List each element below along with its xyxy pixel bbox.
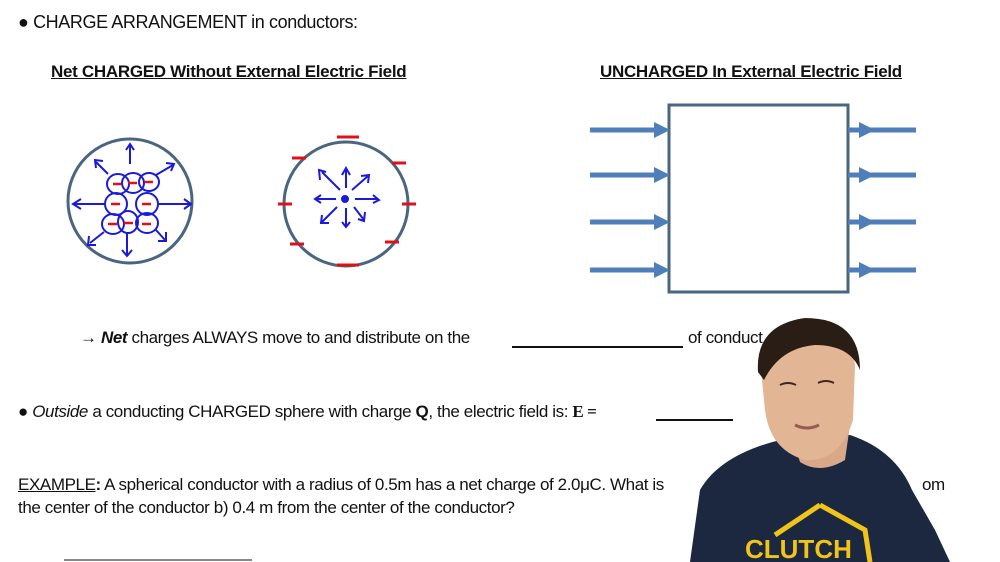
outside-text1: a conducting CHARGED sphere with charge (88, 402, 416, 421)
charged-sphere-interior (66, 137, 194, 265)
net-charges-after: of conduct (688, 328, 763, 347)
example-line-1: EXAMPLE: A spherical conductor with a ra… (18, 475, 664, 495)
field-arrowhead-icon (654, 167, 670, 183)
field-arrowhead-icon (859, 262, 875, 278)
field-arrowhead-icon (654, 262, 670, 278)
uncharged-conductor-in-field (590, 103, 916, 294)
clutch-logo-text: CLUTCH (745, 534, 852, 562)
field-arrowhead-icon (859, 122, 875, 138)
example-text-1: A spherical conductor with a radius of 0… (100, 475, 664, 494)
slide-bullet-title: ● CHARGE ARRANGEMENT in conductors: (18, 12, 358, 32)
net-text: charges ALWAYS move to and distribute on… (127, 328, 470, 347)
net-charges-line: → Net charges ALWAYS move to and distrib… (80, 328, 470, 348)
example-line-2: the center of the conductor b) 0.4 m fro… (18, 498, 515, 517)
arrow-icon: → (80, 328, 97, 347)
outside-line: ● Outside a conducting CHARGED sphere wi… (18, 402, 597, 421)
e-equals: E = (572, 402, 597, 421)
presenter-face (760, 322, 855, 461)
example-colon: : (95, 475, 102, 494)
outside-text2: , the electric field is: (428, 402, 573, 421)
field-arrowhead-icon (859, 167, 875, 183)
clutch-logo: CLUTCH (745, 502, 873, 562)
left-heading: Net CHARGED Without External Electric Fi… (51, 62, 407, 81)
field-arrowhead-icon (654, 122, 670, 138)
example-label: EXAMPLE (18, 475, 96, 494)
charge-q: Q (415, 402, 429, 421)
presenter-shirt (690, 435, 950, 562)
right-heading: UNCHARGED In External Electric Field (600, 62, 902, 81)
field-arrowhead-icon (654, 214, 670, 230)
example-line-1-end: om (922, 475, 945, 494)
title-text: CHARGE ARRANGEMENT in conductors: (33, 12, 358, 32)
presenter-hair (757, 318, 860, 380)
charged-sphere-surface (278, 135, 416, 268)
net-word: Net (100, 328, 128, 347)
outside-word: Outside (32, 402, 88, 421)
field-arrowhead-icon (859, 214, 875, 230)
